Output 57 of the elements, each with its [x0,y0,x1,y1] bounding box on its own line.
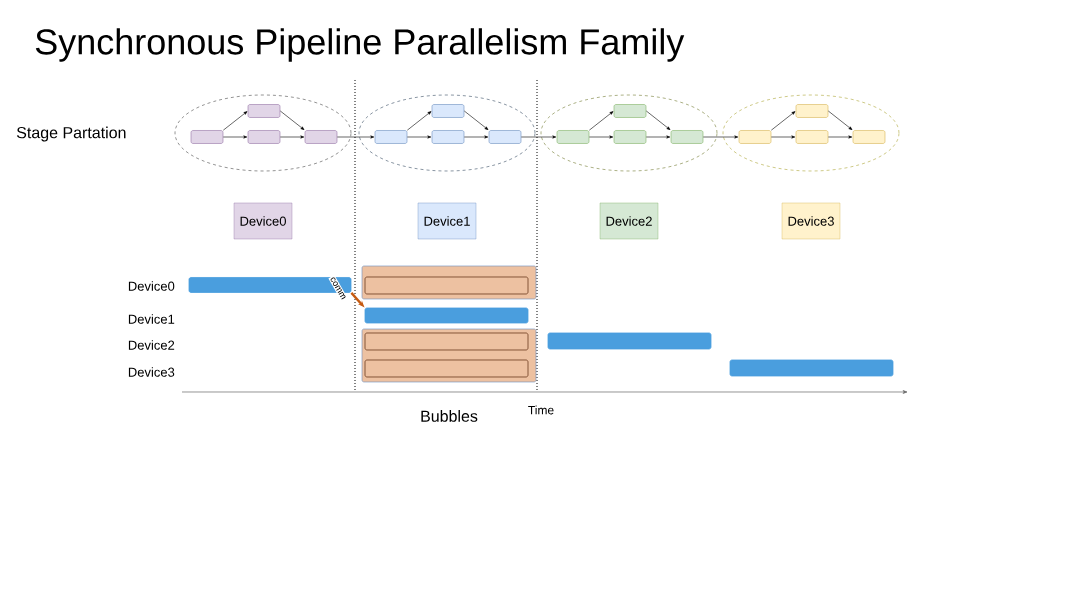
arrow [464,135,489,139]
arrow [703,135,739,139]
arrow [828,135,853,139]
bubble-bar [364,332,529,351]
layer-box [247,130,281,144]
arrow [223,135,248,139]
arrow [828,110,853,130]
device-box: Device2 [599,202,659,240]
arrow [407,135,432,139]
row-label: Device1 [128,314,175,324]
stage-ellipse [722,94,900,172]
row-label: Device0 [128,281,175,291]
device-box: Device0 [233,202,293,240]
arrow [589,111,614,131]
compute-bar [364,307,529,324]
layer-box [190,130,224,144]
layer-box [304,130,338,144]
arrow [521,135,557,139]
arrow [280,135,305,139]
arrow [646,110,671,130]
layer-box [852,130,886,144]
arrow [589,135,614,139]
bubble-bar [364,359,529,378]
layer-box [670,130,704,144]
stage-ellipse [174,94,352,172]
arrow [771,111,796,131]
layer-box [795,130,829,144]
layer-box [374,130,408,144]
arrow [223,111,248,131]
row-label: Stage Partation [16,126,126,142]
stage-ellipse [358,94,536,172]
layer-box [613,104,647,118]
layer-box [247,104,281,118]
stage-ellipse [540,94,718,172]
bubbles-label: Bubbles [421,410,478,422]
row-label: Device2 [128,340,175,350]
arrow [407,111,432,131]
arrow [646,135,671,139]
layer-box [556,130,590,144]
layer-box [795,104,829,118]
arrow [771,135,796,139]
layer-box [431,130,465,144]
device-box: Device3 [781,202,841,240]
layer-box [613,130,647,144]
compute-bar [547,332,712,350]
device-box: Device1 [417,202,477,240]
title: Synchronous Pipeline Parallelism Family [35,28,685,62]
arrow [464,110,489,130]
layer-box [488,130,522,144]
compute-bar [729,359,894,377]
layer-box [431,104,465,118]
arrow [280,110,305,130]
row-label: Device3 [128,367,175,377]
axis-label: Time [528,405,554,415]
arrow [337,135,375,139]
layer-box [738,130,772,144]
bubble-bar [364,276,529,295]
